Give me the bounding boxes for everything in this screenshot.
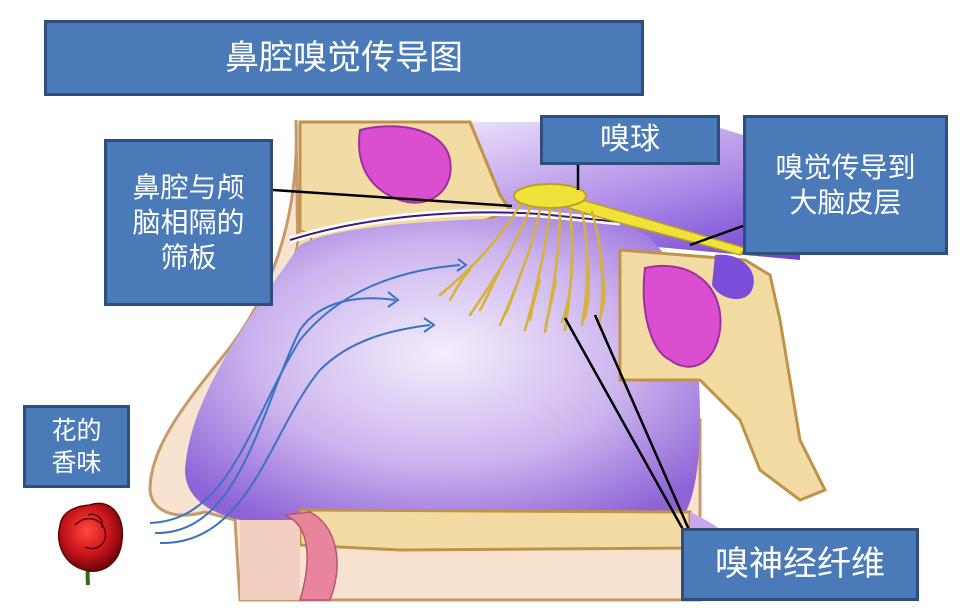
frontal-sinus	[358, 125, 452, 204]
upper-lip	[240, 520, 300, 600]
nasal-cavity	[185, 218, 700, 520]
airflow-arrows	[149, 258, 468, 545]
rose-icon	[45, 495, 130, 595]
pituitary-fossa	[712, 254, 754, 300]
hard-palate	[298, 508, 692, 552]
flower-scent-label: 花的 香味	[23, 405, 130, 488]
olfactory-bulb	[513, 183, 587, 209]
sphenoid-sinus	[642, 264, 722, 368]
nerve-fibers-label: 嗅神经纤维	[681, 528, 919, 601]
leader-lines	[272, 165, 744, 561]
cribriform-plate-label: 鼻腔与颅 脑相隔的 筛板	[104, 139, 273, 306]
diagram-title: 鼻腔嗅觉传导图	[44, 20, 644, 96]
olfactory-nerve-fibers	[438, 203, 606, 334]
olfactory-bulb-label: 嗅球	[540, 115, 720, 165]
cortex-label: 嗅觉传导到 大脑皮层	[743, 115, 948, 255]
lip-detail	[284, 511, 338, 601]
